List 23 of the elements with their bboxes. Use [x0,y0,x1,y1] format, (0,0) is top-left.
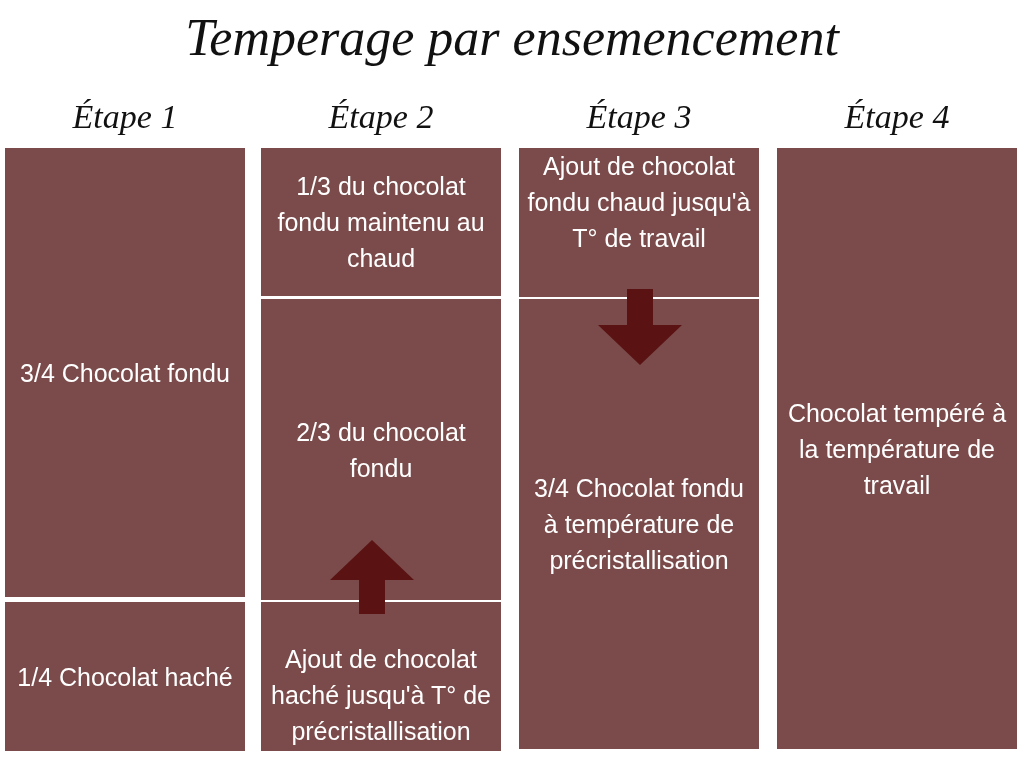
box-text: 3/4 Chocolat fondu à température de précristallisation [533,473,745,576]
step-heading: Étape 3 [585,98,693,136]
box-text: 3/4 Chocolat fondu [20,357,230,389]
box-text: Chocolat tempéré à la température de travail [786,397,1008,501]
step-heading: Étape 4 [843,98,951,136]
step-heading: Étape 2 [327,98,435,136]
box-text: 1/3 du chocolat fondu maintenu au chaud [276,171,486,274]
title: Temperage par ensemencement [184,8,841,67]
process-box [5,148,245,597]
box-text: 2/3 du chocolat fondu [295,416,467,484]
box-text: 1/4 Chocolat haché [17,661,233,693]
process-box [777,148,1017,749]
process-box [519,148,759,297]
process-box [5,602,245,751]
box-text: Ajout de chocolat haché jusqu'à T° de précristallisation [270,644,492,747]
box-text: Ajout de chocolat fondu chaud jusqu'à T° de travail [527,151,751,254]
process-box [519,299,759,749]
process-box [261,148,501,296]
block-arrow [330,540,414,614]
block-arrow [598,289,682,365]
process-box [261,602,501,751]
step-heading: Étape 1 [71,98,179,136]
process-box [261,299,501,600]
